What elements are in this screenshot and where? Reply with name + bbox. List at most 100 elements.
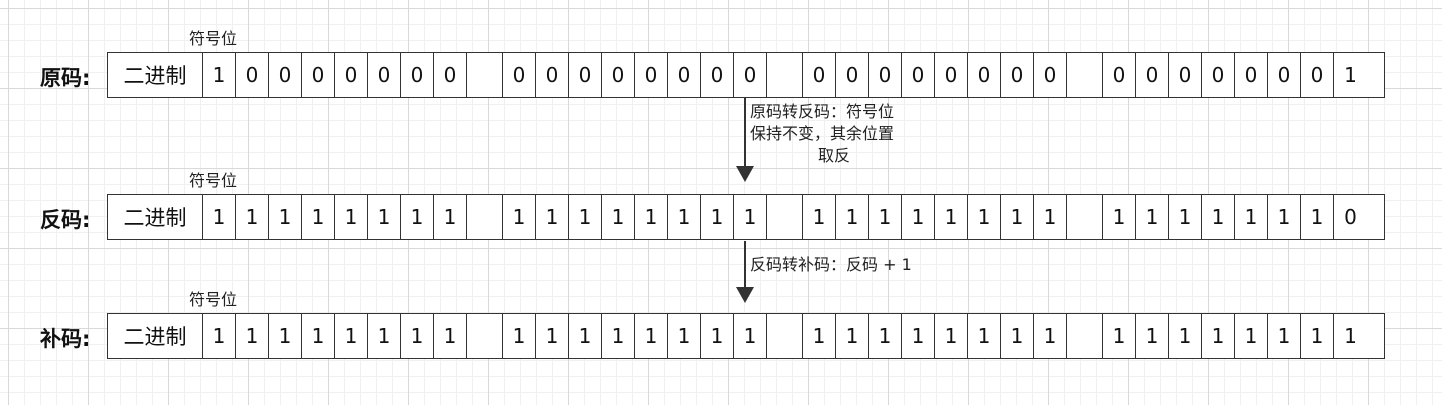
bit-cell: 1 — [1268, 195, 1301, 239]
bit-cell: 1 — [368, 195, 401, 239]
bit-cell: 1 — [668, 195, 701, 239]
transition-note-line: 反码转补码：反码 + 1 — [750, 255, 912, 274]
bit-cell: 1 — [335, 314, 368, 358]
bit-cell: 1 — [569, 195, 602, 239]
binary-header-cell: 二进制 — [108, 314, 203, 358]
bit-cell: 1 — [968, 195, 1001, 239]
bit-cell: 1 — [836, 314, 869, 358]
bit-cell: 1 — [503, 314, 536, 358]
row-label: 补码: — [40, 327, 91, 351]
bit-cell: 0 — [1268, 53, 1301, 97]
bit-cell: 1 — [203, 53, 236, 97]
byte-separator-cell — [767, 314, 803, 358]
bit-cell: 1 — [869, 314, 902, 358]
bit-cell: 0 — [434, 53, 467, 97]
bit-cell: 1 — [1136, 314, 1169, 358]
byte-separator-cell — [1067, 53, 1103, 97]
byte-separator-cell — [467, 53, 503, 97]
bit-cell: 0 — [1235, 53, 1268, 97]
byte-separator-cell — [467, 195, 503, 239]
bit-cell: 1 — [935, 314, 968, 358]
bit-cell: 1 — [302, 314, 335, 358]
bit-cell: 0 — [1344, 205, 1357, 229]
bit-cell: 1 — [1202, 195, 1235, 239]
bit-cell: 1 — [1001, 314, 1034, 358]
byte-separator-cell — [1067, 314, 1103, 358]
bit-cell: 0 — [503, 53, 536, 97]
bit-cell: 1 — [635, 195, 668, 239]
bit-cell: 0 — [1136, 53, 1169, 97]
bit-cell: 1 — [434, 314, 467, 358]
bit-cell: 0 — [269, 53, 302, 97]
bit-cell: 1 — [902, 195, 935, 239]
bit-cell: 1 — [1301, 314, 1334, 358]
bit-cell: 1 — [1034, 195, 1067, 239]
byte-separator-cell — [467, 314, 503, 358]
bit-cell: 1 — [734, 195, 767, 239]
binary-header-cell: 二进制 — [108, 53, 203, 97]
bit-cell: 0 — [869, 53, 902, 97]
bit-cell: 1 — [569, 314, 602, 358]
bit-cell: 0 — [902, 53, 935, 97]
bit-cell: 1 — [902, 314, 935, 358]
bit-cell: 1 — [803, 195, 836, 239]
bit-cell: 1 — [1001, 195, 1034, 239]
bit-cell: 0 — [602, 53, 635, 97]
bit-cell: 1 — [1235, 195, 1268, 239]
bit-cell: 1 — [1202, 314, 1235, 358]
transition-note-line: 取反 — [818, 146, 851, 165]
bit-cell: 0 — [734, 53, 767, 97]
bit-cell: 1 — [1136, 195, 1169, 239]
bit-cell: 1 — [401, 195, 434, 239]
bit-cell: 0 — [302, 53, 335, 97]
bit-cell: 0 — [1034, 53, 1067, 97]
bit-cell: 0 — [836, 53, 869, 97]
bit-cell: 1 — [236, 314, 269, 358]
row-label: 原码: — [40, 66, 91, 90]
byte-separator-cell — [767, 195, 803, 239]
bit-cell: 1 — [236, 195, 269, 239]
bit-cell: 1 — [869, 195, 902, 239]
bit-cell: 1 — [434, 195, 467, 239]
sign-bit-label: 符号位 — [189, 29, 238, 48]
sign-bit-label: 符号位 — [189, 290, 238, 309]
bit-cell: 0 — [1202, 53, 1235, 97]
bit-cell: 1 — [635, 314, 668, 358]
bit-cell: 0 — [1301, 53, 1334, 97]
arrow-down — [736, 98, 754, 184]
bit-cell: 1 — [602, 195, 635, 239]
bit-cell: 1 — [536, 314, 569, 358]
bit-cell: 0 — [701, 53, 734, 97]
bit-cell: 1 — [1344, 324, 1357, 348]
bit-cell: 0 — [1103, 53, 1136, 97]
bit-cell: 0 — [368, 53, 401, 97]
bit-cell: 1 — [1301, 195, 1334, 239]
bit-cell: 1 — [335, 195, 368, 239]
bit-cell: 1 — [203, 314, 236, 358]
bit-cell: 1 — [203, 195, 236, 239]
bit-cell: 1 — [1344, 63, 1357, 87]
bit-cell: 1 — [701, 195, 734, 239]
transition-note-line: 原码转反码：符号位 — [750, 102, 895, 121]
bit-cell: 1 — [935, 195, 968, 239]
bit-cell: 1 — [734, 314, 767, 358]
bit-cell: 1 — [1103, 314, 1136, 358]
bit-cell: 0 — [401, 53, 434, 97]
arrow-down — [736, 241, 754, 306]
binary-header-cell: 二进制 — [108, 195, 203, 239]
bit-cell: 1 — [1103, 195, 1136, 239]
bit-cell: 1 — [1169, 195, 1202, 239]
bit-cell: 1 — [503, 195, 536, 239]
bit-cell: 0 — [236, 53, 269, 97]
bit-cell: 0 — [935, 53, 968, 97]
sign-bit-label: 符号位 — [189, 171, 238, 190]
row-label: 反码: — [40, 208, 91, 232]
bit-cell: 1 — [1235, 314, 1268, 358]
bit-cell: 0 — [1001, 53, 1034, 97]
